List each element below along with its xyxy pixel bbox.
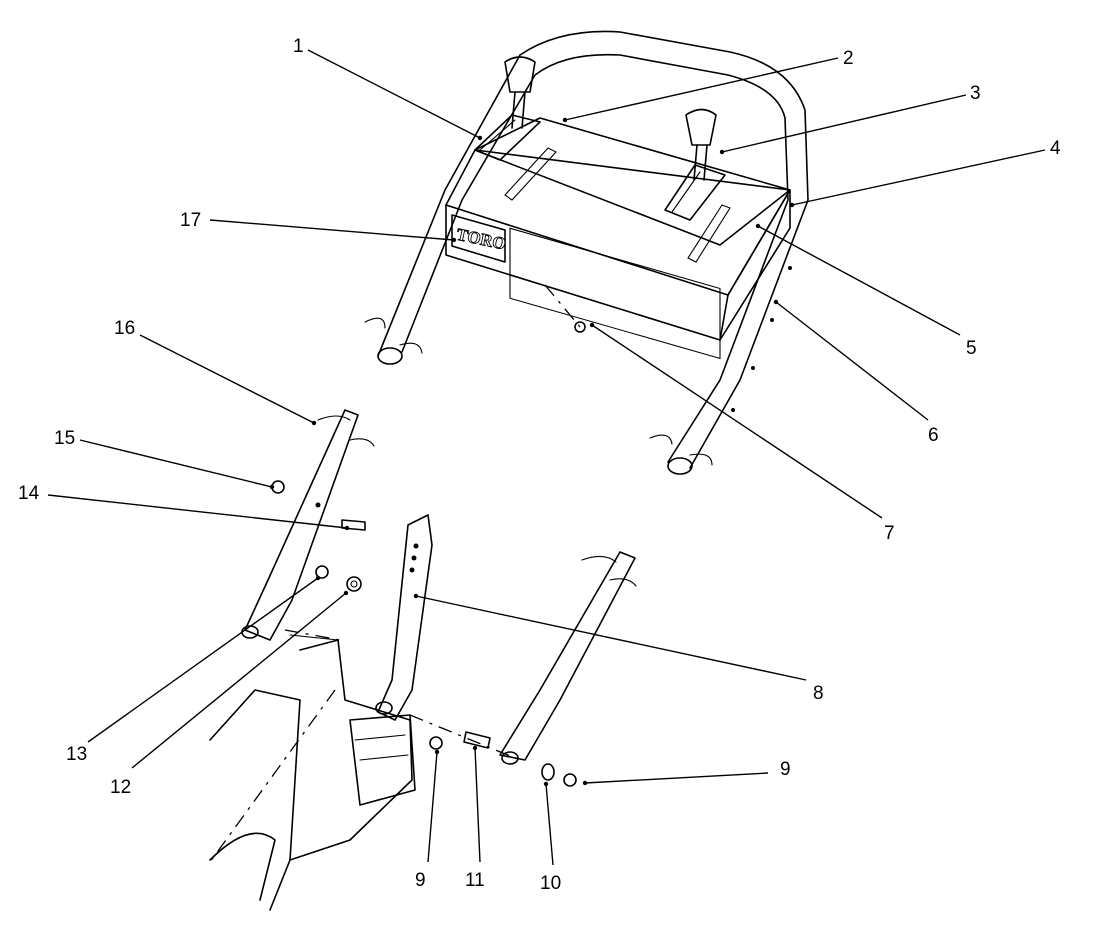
callout-5: 5	[966, 338, 977, 359]
callout-7: 7	[884, 523, 895, 544]
callout-10: 10	[540, 873, 561, 894]
callout-9-bottom: 9	[415, 870, 426, 891]
alignment-lines	[209, 284, 581, 863]
callout-12: 12	[110, 777, 131, 798]
callout-labels: 1 2 3 4 5 6 7 8 9 9 11 10 12 13 14 15 16…	[18, 36, 1061, 894]
callout-9-right: 9	[780, 759, 791, 780]
left-shift-lever	[474, 56, 541, 161]
callout-4: 4	[1050, 138, 1061, 159]
callout-17: 17	[180, 210, 201, 231]
leader-dots	[269, 117, 795, 787]
leader-lines	[47, 49, 1046, 866]
callout-6: 6	[928, 425, 939, 446]
control-panel	[445, 117, 791, 360]
hardware	[271, 321, 586, 787]
right-shift-lever	[664, 108, 726, 221]
callout-8: 8	[813, 683, 824, 704]
callout-14: 14	[18, 483, 40, 504]
callout-11: 11	[465, 870, 485, 891]
callout-2: 2	[843, 48, 854, 69]
upper-handle	[364, 30, 809, 475]
lower-handle-left	[241, 409, 375, 641]
callout-13: 13	[66, 744, 87, 765]
callout-1: 1	[293, 36, 304, 57]
callout-15: 15	[54, 428, 75, 449]
frame-housing	[209, 634, 416, 911]
lower-handle-right	[499, 551, 637, 765]
callout-16: 16	[114, 318, 135, 339]
handle-bracket	[375, 514, 433, 721]
callout-3: 3	[970, 83, 981, 104]
